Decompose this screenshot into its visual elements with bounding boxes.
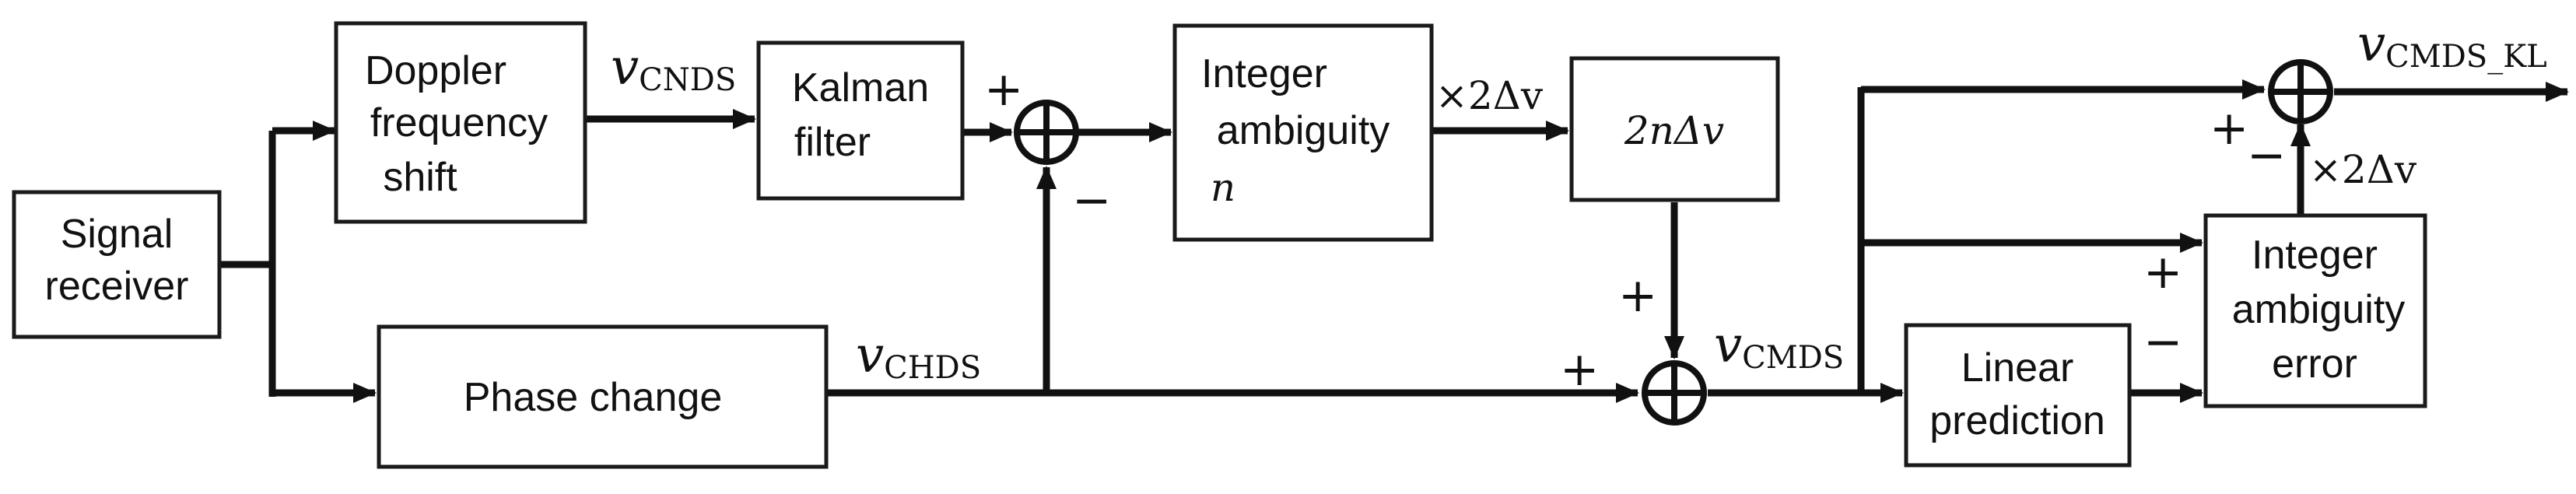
sum-junction-2 [1642,360,1707,426]
linear-prediction-line-2: prediction [1929,398,2105,443]
doppler-line-1: Doppler [365,48,506,93]
doppler-line-2: frequency [370,100,548,145]
sign-plus-sum2-top: + [1618,268,1657,323]
block-signal-receiver: Signal receiver [12,190,222,339]
sum-junction-1 [1014,100,1079,165]
phase-change-label: Phase change [464,375,723,420]
block-linear-prediction: Linear prediction [1904,323,2132,468]
ambiguity-error-line-1: Integer [2252,233,2378,278]
sign-plus-ambiguity-error: + [2143,245,2182,300]
sum-junction-3 [2268,59,2333,124]
ambiguity-error-line-2: ambiguity [2232,287,2406,332]
linear-prediction-line-1: Linear [1961,345,2074,391]
wires [219,79,2569,403]
signal-v-cmds-kl: vCMDS_KL [2357,16,2547,75]
sign-minus-sum1: − [1072,173,1111,228]
block-integer-ambiguity: Integer ambiguity n [1172,23,1434,242]
block-phase-change: Phase change [377,324,829,469]
kalman-line-1: Kalman [792,65,929,110]
block-kalman-filter: Kalman filter [756,40,965,201]
signal-receiver-line-2: receiver [45,264,189,309]
gain-label-right: ×2Δv [2309,147,2417,192]
signal-receiver-line-1: Signal [61,212,173,257]
block-2n-delta-v: 2nΔv [1569,56,1780,202]
sign-minus-ambiguity-error: − [2143,315,2182,370]
sign-plus-sum1: + [984,62,1023,117]
signal-v-chds: vCHDS [856,327,981,386]
signal-v-cmds: vCMDS [1714,317,1844,376]
doppler-line-3: shift [383,155,457,200]
gain-label-top: ×2Δv [1435,73,1544,118]
ambiguity-error-line-3: error [2272,342,2357,387]
sign-plus-sum3: + [2210,101,2248,156]
integer-ambiguity-line-1: Integer [1201,51,1327,96]
two-n-delta-v-label: 2nΔv [1624,108,1724,153]
sign-minus-sum3: − [2247,128,2286,183]
integer-ambiguity-var: n [1211,165,1235,210]
integer-ambiguity-line-2: ambiguity [1217,108,1390,153]
kalman-line-2: filter [794,120,871,165]
signal-v-cnds: vCNDS [611,39,736,98]
block-doppler-frequency-shift: Doppler frequency shift [334,21,587,224]
sign-plus-sum2-left: + [1560,342,1599,397]
block-integer-ambiguity-error: Integer ambiguity error [2203,213,2427,408]
